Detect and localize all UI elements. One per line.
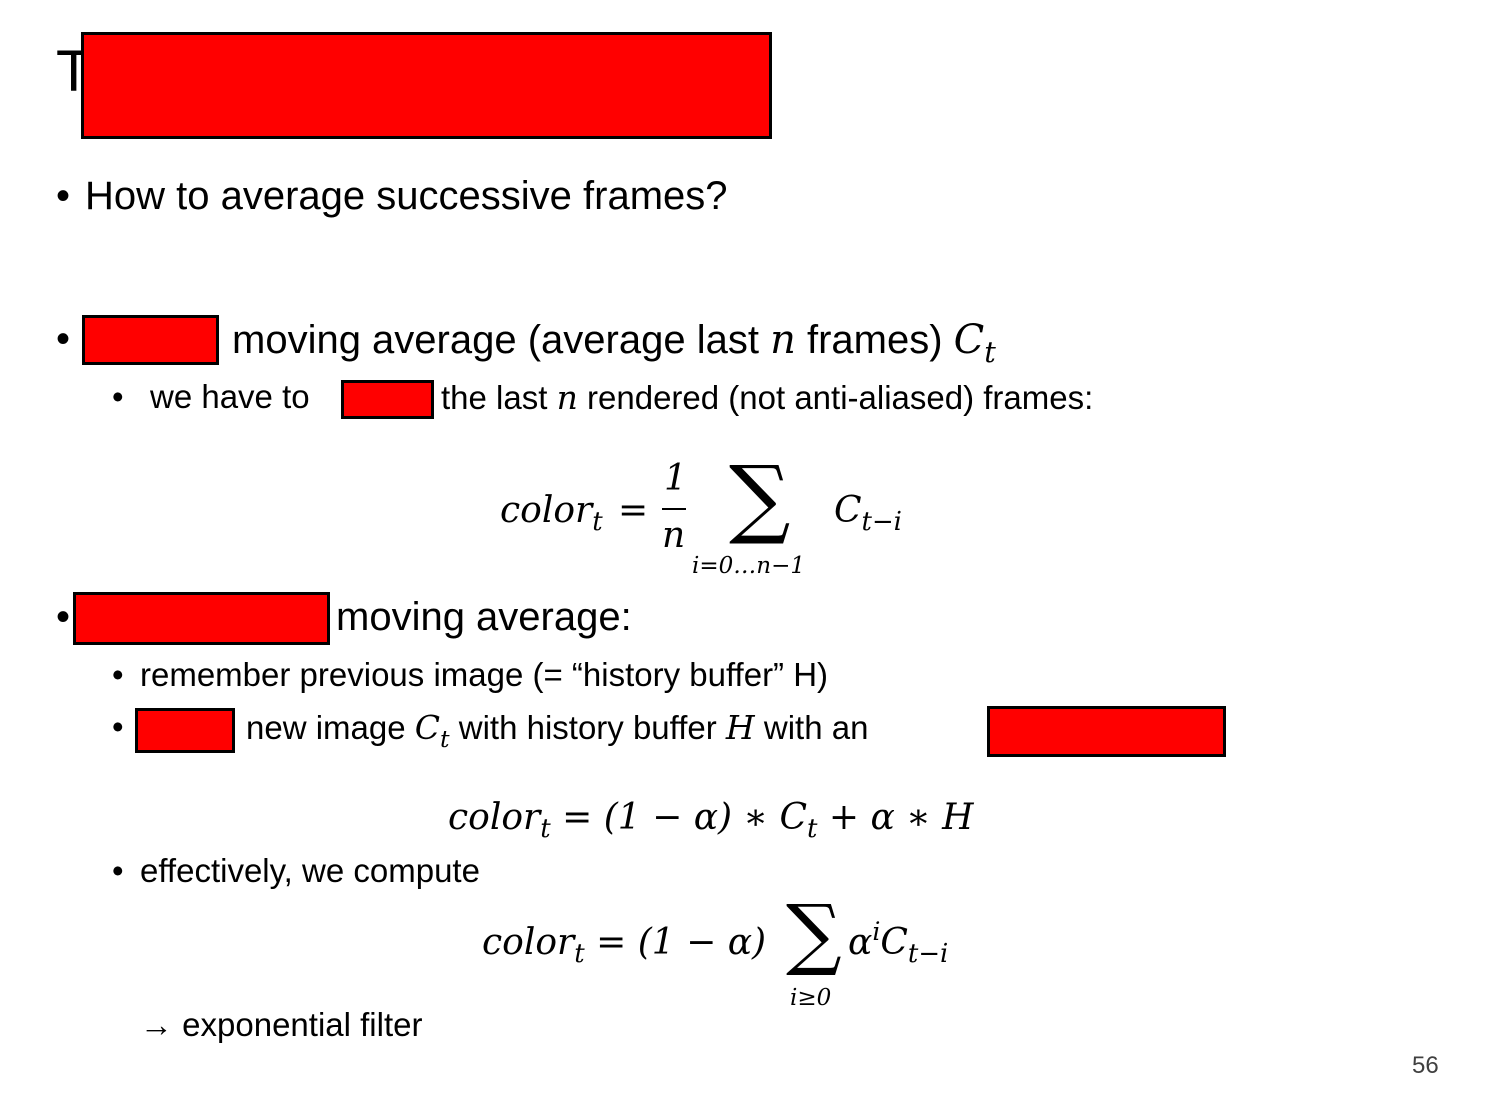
title-redaction bbox=[81, 32, 772, 139]
sub-bullet-glyph: • bbox=[112, 708, 124, 745]
redaction-block bbox=[82, 315, 219, 365]
equation-2: colort = (1 − α) ∗ Ct + α ∗ H bbox=[448, 797, 974, 845]
fraction-bar bbox=[662, 508, 686, 510]
text-segment: we have to bbox=[150, 378, 310, 415]
moving-average-line: moving average (average last n frames) C… bbox=[232, 317, 996, 370]
sub-bullet-glyph: • bbox=[112, 656, 124, 693]
equation-3-lhs: colort = (1 − α) bbox=[482, 922, 767, 970]
blend-line: new image Ct with history buffer H with … bbox=[246, 708, 869, 753]
text-segment: moving average (average last bbox=[232, 318, 759, 362]
redaction-block bbox=[135, 708, 235, 753]
math-variable-n: n bbox=[556, 378, 578, 417]
moving-average-line-2: moving average: bbox=[336, 595, 632, 639]
question-line: How to average successive frames? bbox=[85, 174, 728, 218]
bullet-glyph: • bbox=[56, 317, 71, 361]
summation-sign: ∑ bbox=[729, 448, 791, 548]
text-segment: new image bbox=[246, 709, 406, 746]
compute-line: effectively, we compute bbox=[140, 852, 480, 889]
math-variable-c: Ct bbox=[414, 708, 450, 753]
equation-3-term: αiCt−i bbox=[848, 917, 949, 970]
redaction-block bbox=[341, 380, 434, 419]
exponential-filter-line: → exponential filter bbox=[140, 1006, 423, 1043]
math-variable-c: Ct bbox=[953, 317, 996, 370]
math-variable-h: H bbox=[725, 708, 755, 747]
summation-range: i=0…n−1 bbox=[692, 553, 805, 579]
sub-bullet-glyph: • bbox=[112, 378, 124, 415]
sub-bullet-glyph: • bbox=[112, 852, 124, 889]
equation-1-term: Ct−i bbox=[834, 490, 902, 538]
bullet-glyph: • bbox=[56, 595, 71, 639]
redaction-block bbox=[987, 706, 1226, 757]
text-segment: frames) bbox=[806, 318, 943, 362]
page-number: 56 bbox=[1412, 1052, 1439, 1079]
summation-sign: ∑ bbox=[786, 889, 842, 979]
text-segment: with history buffer bbox=[458, 709, 717, 746]
redaction-block bbox=[73, 592, 330, 645]
equals-sign: = bbox=[618, 490, 649, 531]
fraction-numerator: 1 bbox=[664, 458, 687, 499]
history-buffer-line: remember previous image (= “history buff… bbox=[140, 656, 829, 693]
equation-1-lhs: colort bbox=[500, 490, 603, 538]
store-frames-line: the last n rendered (not anti-aliased) f… bbox=[441, 378, 1093, 417]
bullet-glyph: • bbox=[56, 174, 71, 218]
summation-range: i≥0 bbox=[790, 985, 832, 1011]
text-segment: rendered (not anti-aliased) frames: bbox=[587, 379, 1094, 416]
text-segment: the last bbox=[441, 379, 548, 416]
math-variable-n: n bbox=[770, 317, 796, 363]
fraction-denominator: n bbox=[662, 515, 686, 556]
text-segment: with an bbox=[763, 709, 869, 746]
